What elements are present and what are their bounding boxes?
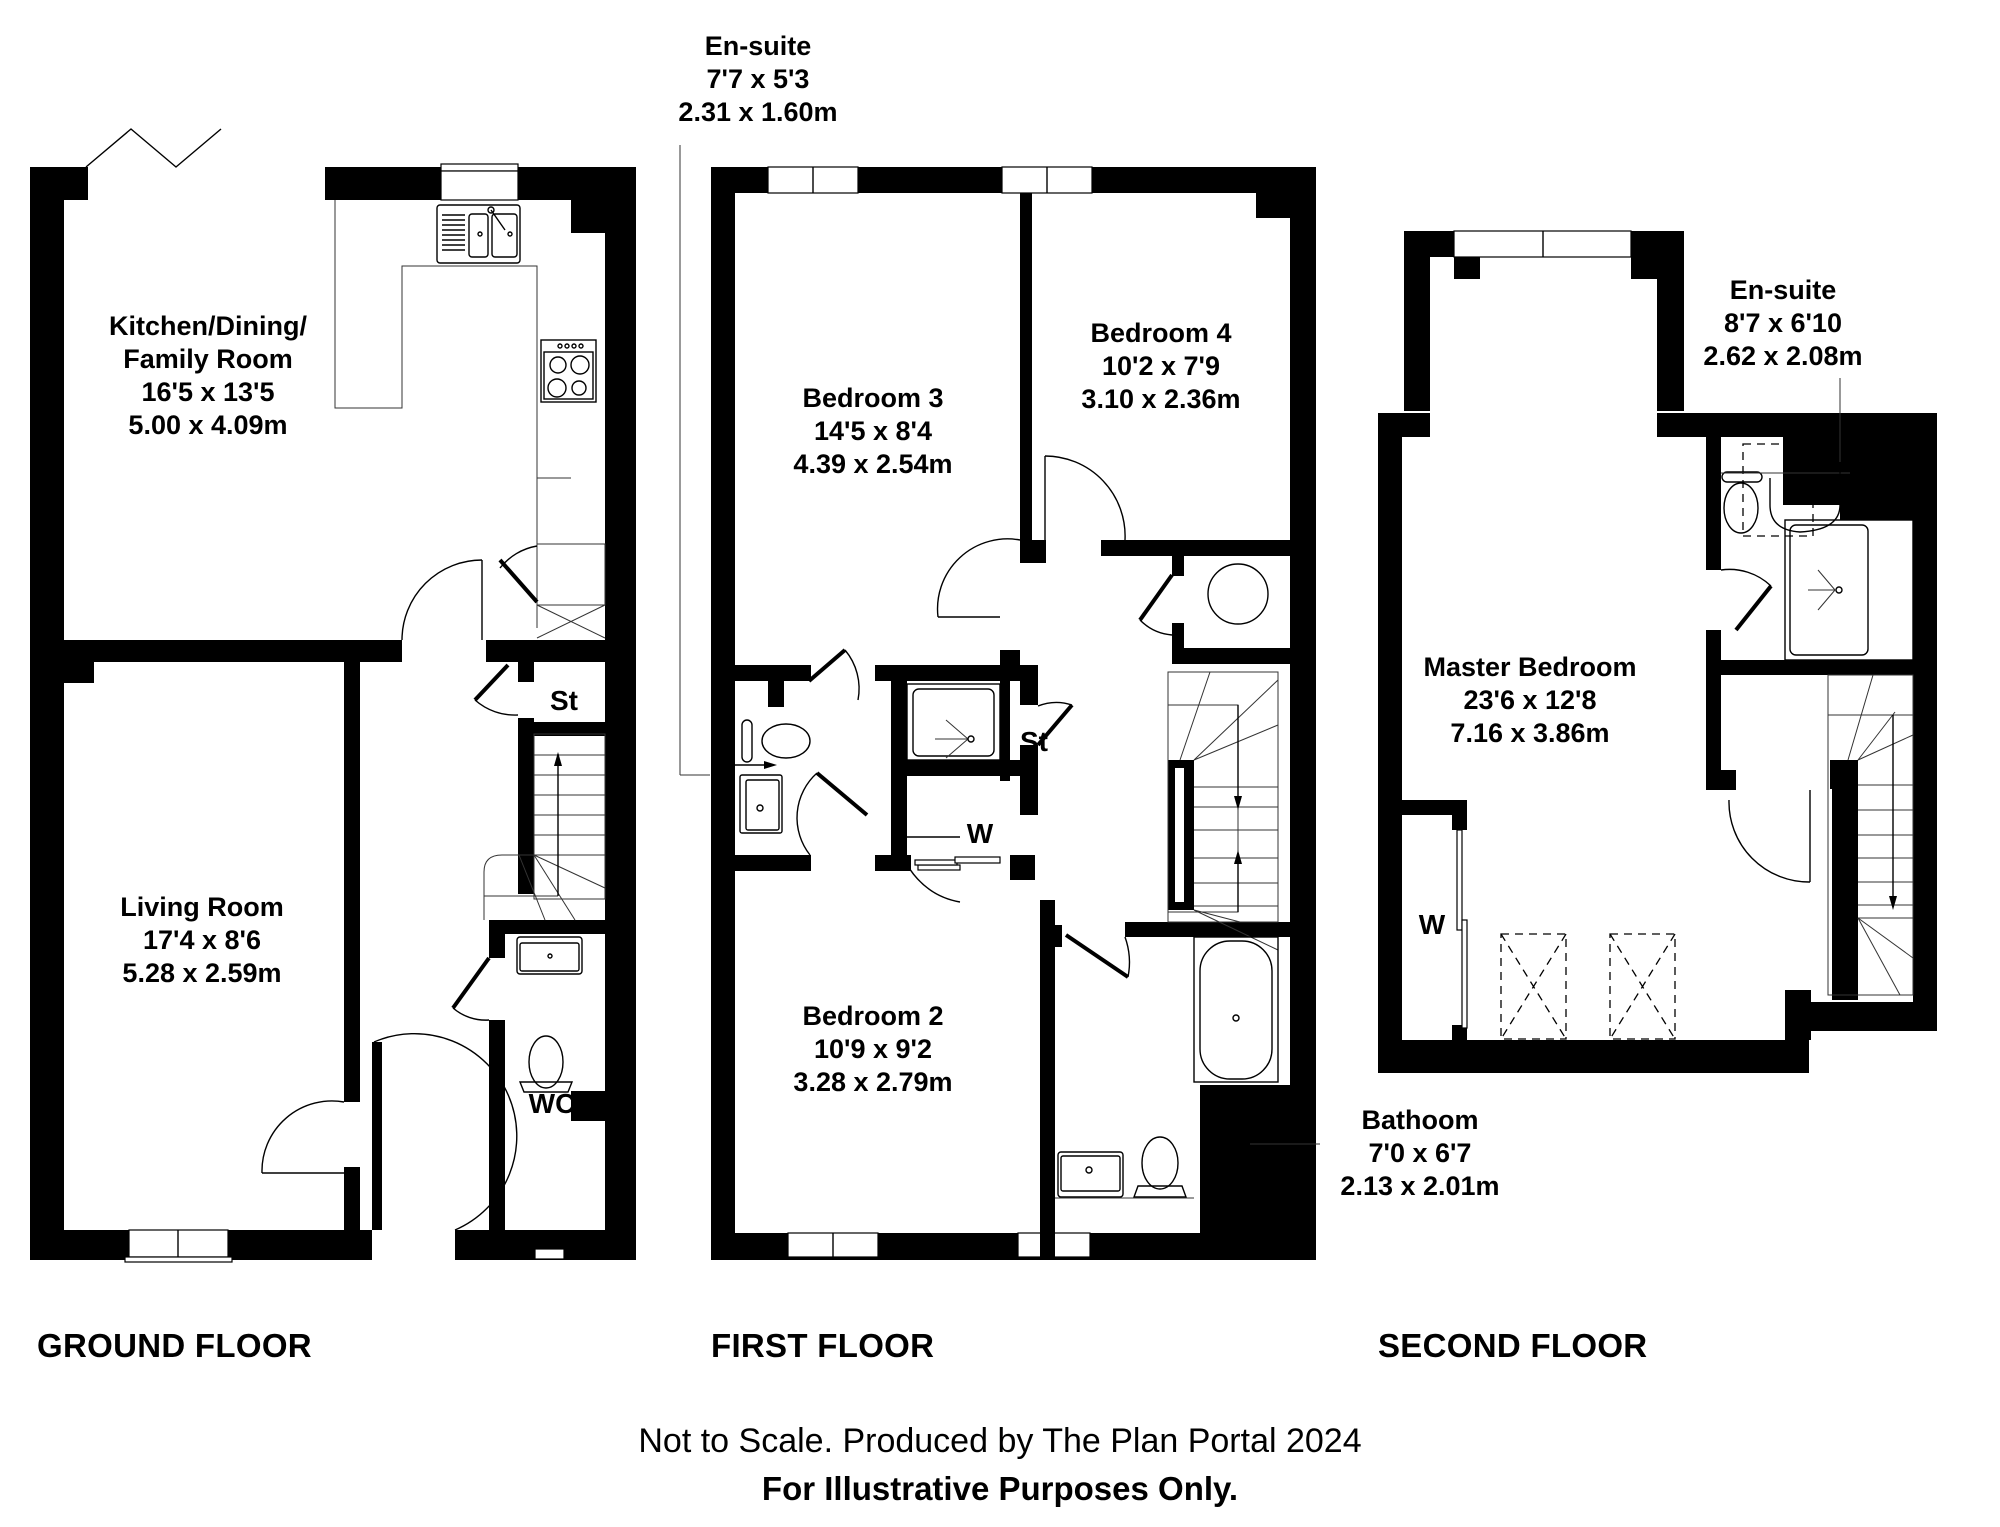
basin-icon: [1769, 478, 1841, 533]
room-name: Master Bedroom: [1423, 652, 1637, 682]
door-icon: [401, 559, 483, 641]
staircase-icon: [1827, 674, 1914, 996]
room-size-imperial: 14'5 x 8'4: [814, 416, 932, 446]
room-size-metric: 5.28 x 2.59m: [122, 958, 282, 988]
room-size-imperial: 10'2 x 7'9: [1102, 351, 1220, 381]
toilet-icon: [1721, 471, 1763, 534]
staircase-icon: [483, 733, 606, 921]
room-label-bedroom-3: Bedroom 3 14'5 x 8'4 4.39 x 2.54m: [793, 382, 952, 481]
room-size-metric: 3.28 x 2.79m: [793, 1067, 953, 1097]
room-size-metric: 2.31 x 1.60m: [678, 97, 838, 127]
window-icon: [534, 1248, 565, 1260]
room-size-imperial: 7'0 x 6'7: [1368, 1138, 1472, 1168]
bath-icon: [1193, 936, 1279, 1083]
hob-icon: [540, 339, 597, 403]
room-name: Bedroom 2: [802, 1001, 944, 1031]
room-label-bedroom-4: Bedroom 4 10'2 x 7'9 3.10 x 2.36m: [1081, 317, 1240, 416]
room-size-imperial: 17'4 x 8'6: [143, 925, 261, 955]
room-size-imperial: 16'5 x 13'5: [141, 377, 275, 407]
basin-icon: [739, 774, 783, 834]
wc-tag: WC: [528, 1088, 576, 1119]
room-label-en-suite-first: En-suite 7'7 x 5'3 2.31 x 1.60m: [678, 30, 837, 129]
room-name: Bedroom 3: [802, 383, 944, 413]
skylight-icon: [1500, 933, 1567, 1040]
room-label-living-room: Living Room 17'4 x 8'6 5.28 x 2.59m: [120, 891, 284, 990]
shower-tray-icon: [1784, 519, 1914, 661]
toilet-icon: [741, 719, 811, 763]
room-size-metric: 3.10 x 2.36m: [1081, 384, 1241, 414]
room-name: Living Room: [120, 892, 284, 922]
room-name: En-suite: [1729, 275, 1837, 305]
bifold-door-icon: [85, 128, 222, 168]
room-size-metric: 7.16 x 3.86m: [1450, 718, 1610, 748]
basin-icon: [516, 936, 583, 975]
room-size-imperial: 10'9 x 9'2: [814, 1034, 932, 1064]
basin-icon: [1057, 1151, 1124, 1198]
toilet-icon: [518, 1035, 574, 1093]
illustrative-note: For Illustrative Purposes Only.: [761, 1470, 1239, 1507]
toilet-icon: [1133, 1136, 1187, 1198]
room-name: Kitchen/Dining/: [109, 311, 307, 341]
room-name-line2: Family Room: [123, 344, 293, 374]
room-name: Bathoom: [1361, 1105, 1479, 1135]
shower-tray-icon: [906, 683, 1001, 761]
ground-floor-plan: [30, 128, 636, 1263]
disclaimer-text: Not to Scale. Produced by The Plan Porta…: [638, 1422, 1362, 1460]
room-label-kitchen: Kitchen/Dining/ Family Room 16'5 x 13'5 …: [109, 310, 307, 442]
kitchen-sink-icon: [436, 204, 521, 264]
room-label-bedroom-2: Bedroom 2 10'9 x 9'2 3.28 x 2.79m: [793, 1000, 952, 1099]
staircase-icon: [1167, 671, 1279, 951]
skylight-icon: [1609, 933, 1676, 1040]
room-size-imperial: 8'7 x 6'10: [1724, 308, 1842, 338]
floor-title-ground: GROUND FLOOR: [37, 1327, 312, 1364]
room-size-metric: 5.00 x 4.09m: [128, 410, 288, 440]
floor-title-second: SECOND FLOOR: [1378, 1327, 1648, 1364]
room-label-bathroom: Bathoom 7'0 x 6'7 2.13 x 2.01m: [1340, 1104, 1499, 1203]
store-tag: St: [550, 685, 578, 716]
room-label-master-bedroom: Master Bedroom 23'6 x 12'8 7.16 x 3.86m: [1423, 651, 1636, 750]
second-floor-plan: [1378, 230, 1937, 1073]
room-size-metric: 2.62 x 2.08m: [1703, 341, 1863, 371]
wardrobe-tag: W: [1418, 909, 1446, 940]
room-size-imperial: 7'7 x 5'3: [706, 64, 810, 94]
kitchen-counter: [334, 200, 538, 628]
room-name: En-suite: [704, 31, 812, 61]
room-size-imperial: 23'6 x 12'8: [1463, 685, 1597, 715]
room-label-en-suite-second: En-suite 8'7 x 6'10 2.62 x 2.08m: [1703, 274, 1862, 373]
first-floor-plan: [679, 145, 1320, 1260]
window-icon: [440, 163, 519, 172]
room-name: Bedroom 4: [1090, 318, 1232, 348]
store-tag: St: [1020, 726, 1048, 757]
room-size-metric: 2.13 x 2.01m: [1340, 1171, 1500, 1201]
room-size-metric: 4.39 x 2.54m: [793, 449, 953, 479]
hot-water-cylinder-icon: [1207, 563, 1269, 625]
floor-title-first: FIRST FLOOR: [711, 1327, 935, 1364]
wardrobe-tag: W: [966, 818, 994, 849]
